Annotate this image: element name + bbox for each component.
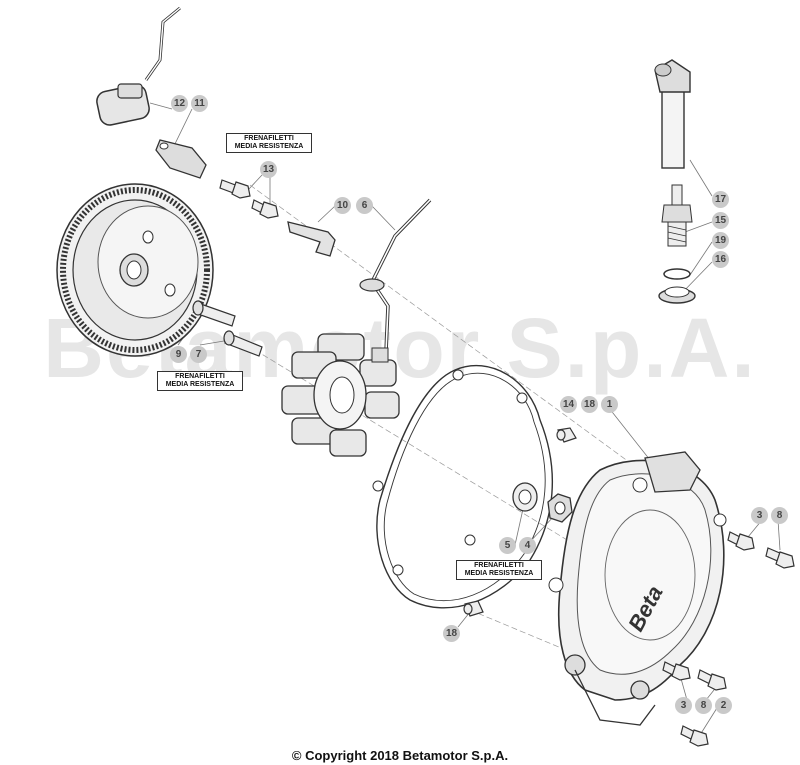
callout-8-right: 8 — [771, 507, 788, 524]
bolts-13 — [219, 179, 279, 219]
callout-10: 10 — [334, 197, 351, 214]
callout-14: 14 — [560, 396, 577, 413]
callout-4: 4 — [519, 537, 536, 554]
callout-7: 7 — [190, 346, 207, 363]
callout-6: 6 — [356, 197, 373, 214]
callout-18-top: 18 — [581, 396, 598, 413]
threadlocker-note-left: FRENAFILETTI MEDIA RESISTENZA — [157, 371, 243, 391]
callout-1: 1 — [601, 396, 618, 413]
note-line-2: MEDIA RESISTENZA — [234, 143, 304, 150]
ignition-cover: Beta — [548, 451, 727, 726]
callout-16: 16 — [712, 251, 729, 268]
spark-plug-cap — [654, 59, 691, 169]
callout-2: 2 — [715, 697, 732, 714]
woodruff-key — [155, 139, 207, 179]
dowel-pins — [463, 427, 577, 617]
o-ring-and-seal — [658, 268, 696, 304]
callout-17: 17 — [712, 191, 729, 208]
pickup-sensor — [96, 6, 181, 126]
threadlocker-note-top: FRENAFILETTI MEDIA RESISTENZA — [226, 133, 312, 153]
callout-9: 9 — [170, 346, 187, 363]
flywheel — [56, 183, 214, 357]
callout-3-bottom: 3 — [675, 697, 692, 714]
callout-5: 5 — [499, 537, 516, 554]
note-line-1: FRENAFILETTI — [175, 373, 225, 380]
callout-11: 11 — [191, 95, 208, 112]
callout-13: 13 — [260, 161, 277, 178]
callout-18-bottom: 18 — [443, 625, 460, 642]
note-line-2: MEDIA RESISTENZA — [464, 570, 534, 577]
stator — [281, 198, 432, 457]
cable-clip — [287, 221, 336, 257]
note-line-2: MEDIA RESISTENZA — [165, 381, 235, 388]
bolts-7 — [192, 300, 263, 357]
note-line-1: FRENAFILETTI — [244, 135, 294, 142]
washer-and-nut — [512, 482, 573, 523]
callout-8-bottom: 8 — [695, 697, 712, 714]
copyright-text: © Copyright 2018 Betamotor S.p.A. — [291, 748, 509, 763]
cover-gasket — [372, 365, 553, 609]
spark-plug — [661, 184, 693, 247]
callout-3-right: 3 — [751, 507, 768, 524]
callout-19: 19 — [712, 232, 729, 249]
note-line-1: FRENAFILETTI — [474, 562, 524, 569]
callout-12: 12 — [171, 95, 188, 112]
threadlocker-note-center: FRENAFILETTI MEDIA RESISTENZA — [456, 560, 542, 580]
callout-15: 15 — [712, 212, 729, 229]
cover-bolts — [662, 531, 795, 747]
